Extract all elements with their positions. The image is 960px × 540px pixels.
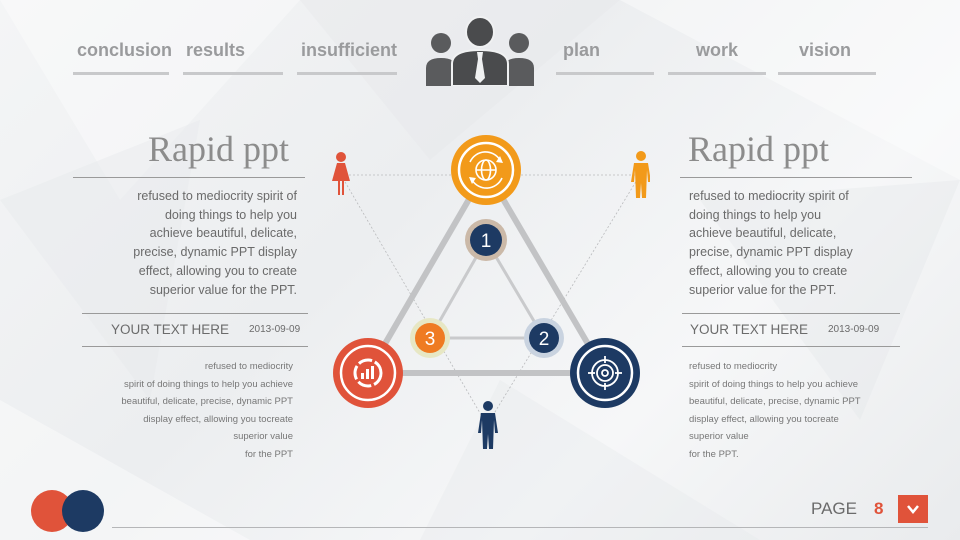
chevron-down-icon <box>907 505 919 514</box>
right-small-line: spirit of doing things to help you achie… <box>689 378 858 390</box>
nav-plan-label: plan <box>563 40 601 60</box>
left-paragraph-line: doing things to help you <box>164 207 297 222</box>
page-number: 8 <box>874 499 884 518</box>
nav-work[interactable]: work <box>668 38 766 75</box>
left-heading-bottom-divider <box>82 346 308 347</box>
triangle-diagram: 1 2 3 <box>332 135 650 449</box>
nav-conclusion[interactable]: conclusion <box>73 38 173 75</box>
left-small-line: refused to mediocrity <box>204 361 293 372</box>
page-label: PAGE <box>811 499 857 518</box>
team-icon <box>426 16 534 86</box>
right-paragraph-line: refused to mediocrity spirit of <box>689 189 849 203</box>
right-title: Rapid ppt <box>688 129 829 169</box>
red-node <box>333 338 403 408</box>
nav-vision[interactable]: vision <box>778 38 876 75</box>
nav-vision-label: vision <box>799 40 852 60</box>
right-paragraph-line: effect, allowing you to create <box>689 263 848 278</box>
left-date: 2013-09-09 <box>249 324 301 335</box>
left-paragraph-line: effect, allowing you to create <box>138 263 297 278</box>
node-3-label: 3 <box>425 329 436 350</box>
node-2-label: 2 <box>539 329 550 350</box>
node-3: 3 <box>410 318 450 358</box>
right-paragraph-line: superior value for the PPT. <box>689 282 837 297</box>
nav-conclusion-label: conclusion <box>77 40 173 60</box>
left-small-line: spirit of doing things to help you achie… <box>124 378 293 390</box>
left-small-line: display effect, allowing you tocreate <box>143 413 293 425</box>
man-icon-orange <box>631 151 650 198</box>
chart-report-icon <box>353 358 383 388</box>
left-paragraph-line: achieve beautiful, delicate, <box>149 226 297 241</box>
left-paragraph-line: refused to mediocrity spirit of <box>137 189 297 203</box>
left-title: Rapid ppt <box>148 129 289 169</box>
right-paragraph: refused to mediocrity spirit of doing th… <box>689 187 899 299</box>
right-date: 2013-09-09 <box>828 324 880 335</box>
next-page-button[interactable] <box>898 495 928 523</box>
node-1: 1 <box>465 219 507 261</box>
right-paragraph-line: doing things to help you <box>689 207 822 222</box>
nav-work-label: work <box>696 40 739 60</box>
left-small-line: beautiful, delicate, precise, dynamic PP… <box>121 396 293 407</box>
node-1-label: 1 <box>481 231 492 252</box>
nav-results[interactable]: results <box>183 38 283 75</box>
right-heading: YOUR TEXT HERE <box>690 322 809 337</box>
navy-node <box>570 338 640 408</box>
nav-insufficient-label: insufficient <box>301 40 398 60</box>
footer-circle-navy <box>62 490 104 532</box>
orange-node <box>451 135 521 205</box>
footer-divider <box>112 527 928 528</box>
right-heading-top-divider <box>682 313 900 314</box>
left-small-line: superior value <box>233 431 293 442</box>
right-small-line: superior value <box>689 431 749 442</box>
right-small-line: beautiful, delicate, precise, dynamic PP… <box>689 396 861 407</box>
man-icon-navy <box>478 401 498 449</box>
left-small-line: for the PPT <box>244 448 293 460</box>
left-paragraph-line: precise, dynamic PPT display <box>133 245 297 260</box>
globe-refresh-icon <box>469 151 503 189</box>
right-paragraph-line: precise, dynamic PPT display <box>689 245 853 260</box>
left-small-text: refused to mediocrity spirit of doing th… <box>80 358 293 463</box>
left-heading: YOUR TEXT HERE <box>111 322 230 337</box>
right-small-line: refused to mediocrity <box>689 361 778 372</box>
right-heading-bottom-divider <box>682 346 900 347</box>
right-small-line: display effect, allowing you tocreate <box>689 413 839 425</box>
left-heading-top-divider <box>82 313 308 314</box>
left-title-divider <box>73 177 305 178</box>
left-paragraph-line: superior value for the PPT. <box>149 282 297 297</box>
target-icon <box>588 356 622 390</box>
right-title-divider <box>680 177 912 178</box>
right-small-text: refused to mediocrity spirit of doing th… <box>689 358 904 463</box>
woman-icon <box>332 152 350 195</box>
left-paragraph: refused to mediocrity spirit of doing th… <box>82 187 297 299</box>
main-triangle <box>365 168 608 376</box>
node-2: 2 <box>524 318 564 358</box>
right-paragraph-line: achieve beautiful, delicate, <box>689 226 837 241</box>
right-small-line: for the PPT. <box>689 448 739 460</box>
nav-insufficient[interactable]: insufficient <box>297 38 397 75</box>
nav-plan[interactable]: plan <box>556 38 654 75</box>
nav-results-label: results <box>186 40 246 60</box>
